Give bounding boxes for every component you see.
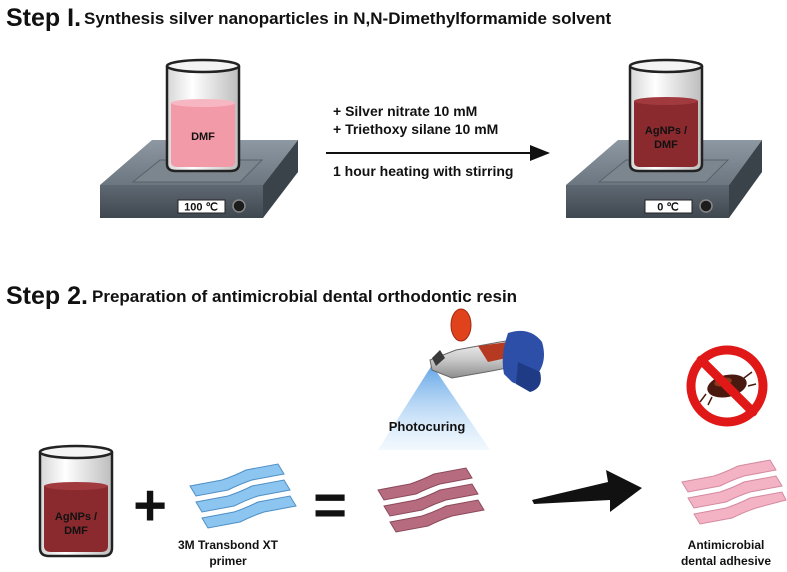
process-arrow <box>532 470 642 512</box>
step2-beaker-label-line1: AgNPs / <box>55 511 97 523</box>
reagent-silver-nitrate: + Silver nitrate 10 mM <box>333 103 477 119</box>
step1-heading: Step I. Synthesis silver nanoparticles i… <box>6 4 611 32</box>
curing-light-icon: Photocuring <box>378 308 544 450</box>
knob-left <box>232 199 246 213</box>
adhesive-strips <box>681 459 787 525</box>
reagent-triethoxy-silane: + Triethoxy silane 10 mM <box>333 121 498 137</box>
step2-beaker-label-line2: DMF <box>64 525 88 537</box>
temperature-display-right <box>644 199 693 214</box>
primer-strips <box>189 463 297 529</box>
adhesive-label-line1: Antimicrobial <box>688 538 765 552</box>
step1-title: Synthesis silver nanoparticles in N,N-Di… <box>84 9 611 28</box>
beaker-agnps-label-line2: DMF <box>654 139 678 151</box>
step2-heading: Step 2. Preparation of antimicrobial den… <box>6 282 517 310</box>
beaker-dmf-label: DMF <box>191 131 215 143</box>
knob-right <box>699 199 713 213</box>
step1-label: Step I. <box>6 4 81 32</box>
plus-sign: + <box>133 473 167 538</box>
temperature-left: 100 ℃ <box>184 202 218 214</box>
beaker-dmf: DMF <box>165 58 241 173</box>
reaction-condition: 1 hour heating with stirring <box>333 163 513 179</box>
beaker-agnps-label-line1: AgNPs / <box>645 125 687 137</box>
step2-label: Step 2. <box>6 282 88 310</box>
cured-strips <box>377 467 485 533</box>
reaction-arrow: + Silver nitrate 10 mM + Triethoxy silan… <box>326 103 550 179</box>
beaker-agnps-step1: AgNPs / DMF <box>628 58 704 173</box>
temperature-display-left <box>177 199 226 214</box>
primer-label-line2: primer <box>209 554 247 568</box>
light-beam <box>378 365 490 450</box>
temperature-right: 0 ℃ <box>657 202 679 214</box>
no-bacteria-icon <box>686 345 768 427</box>
photocuring-label: Photocuring <box>389 419 466 434</box>
primer-label-line1: 3M Transbond XT <box>178 538 279 552</box>
step2-title: Preparation of antimicrobial dental orth… <box>92 287 517 306</box>
equals-sign: = <box>313 473 347 538</box>
beaker-agnps-step2: AgNPs / DMF <box>38 444 114 558</box>
adhesive-label-line2: dental adhesive <box>681 554 771 568</box>
